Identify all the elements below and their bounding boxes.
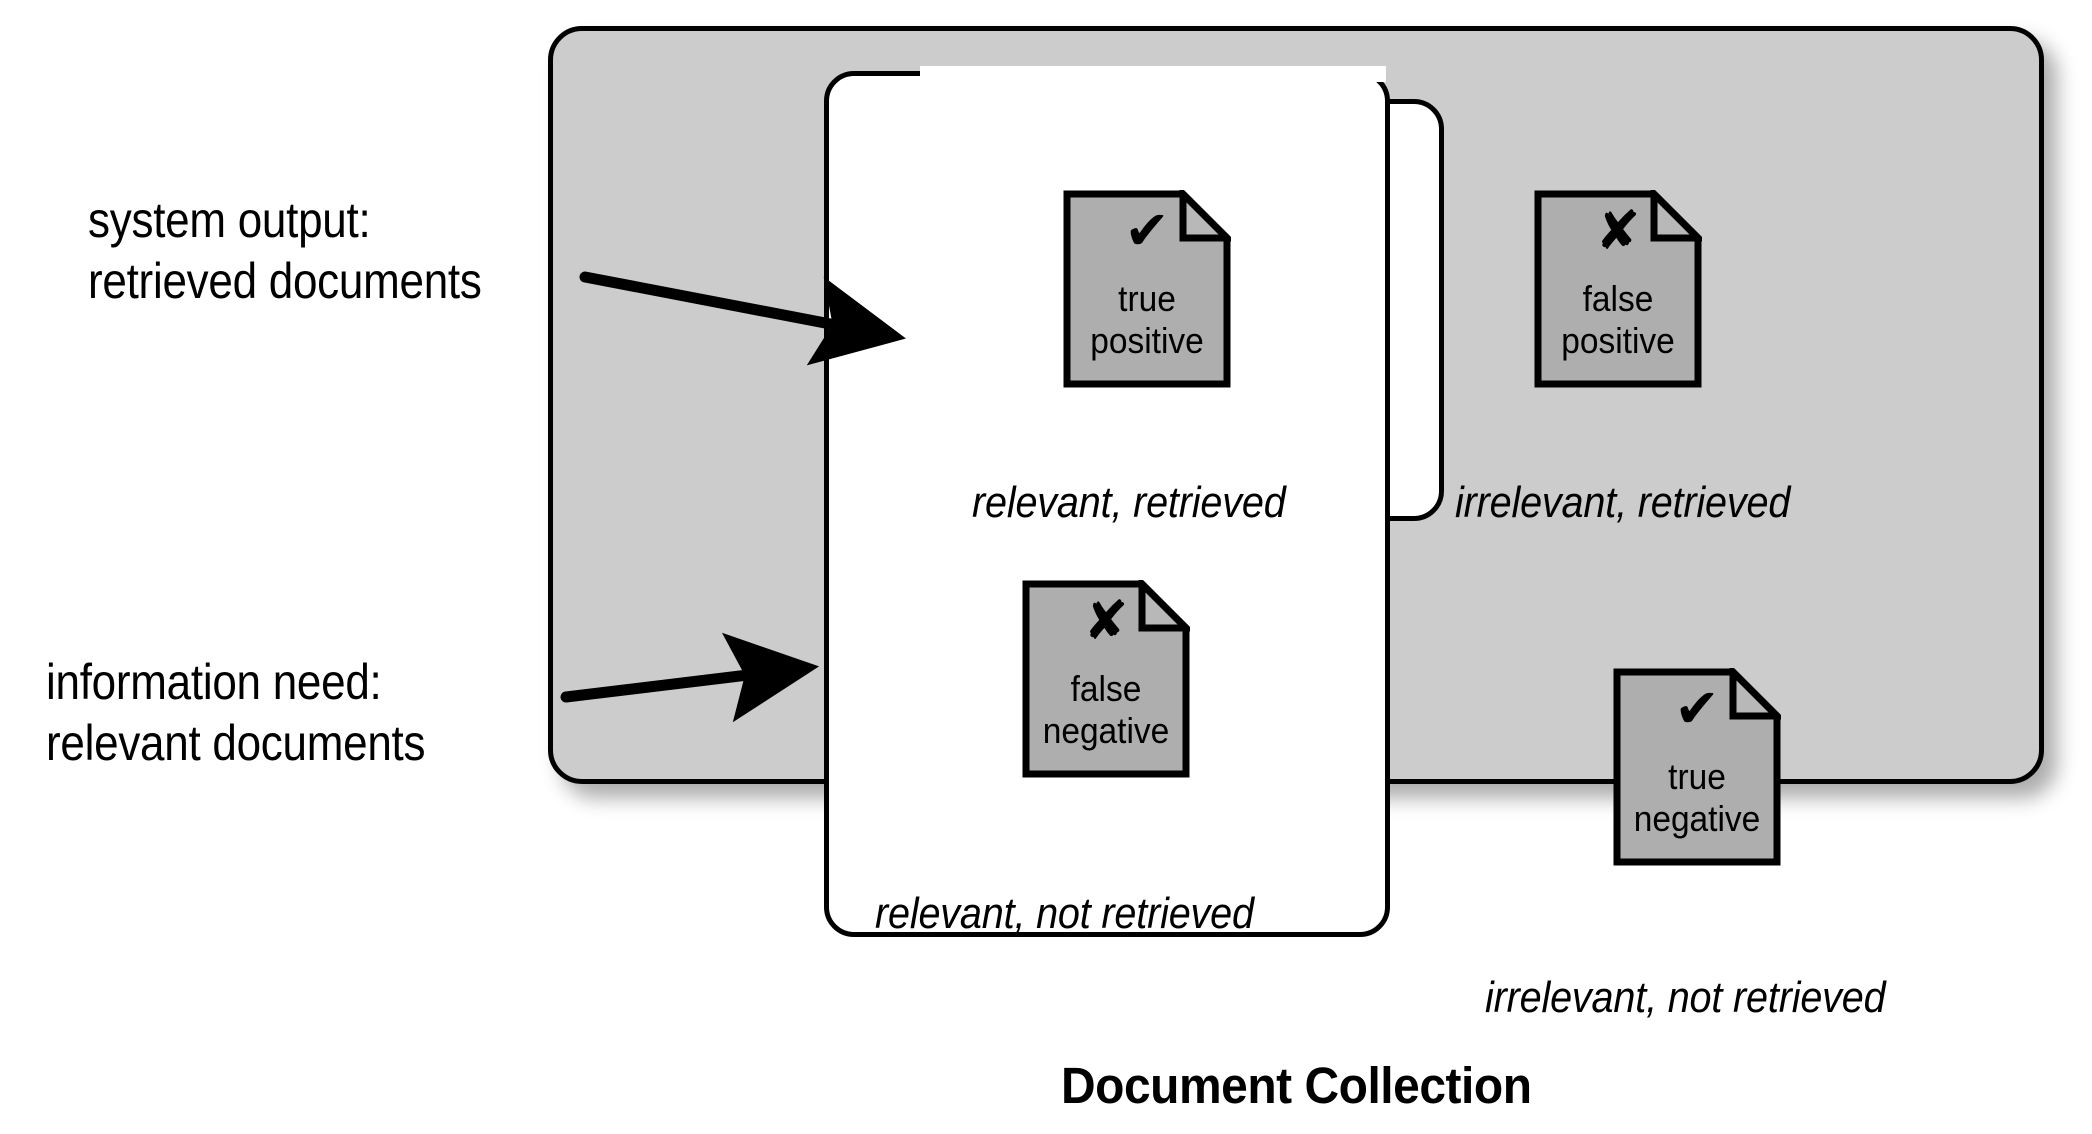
annotation-line2: relevant documents bbox=[46, 715, 426, 771]
annotation-system-output: system output: retrieved documents bbox=[88, 190, 482, 312]
document-page-icon bbox=[1613, 668, 1781, 866]
document-icon-true-positive: ✔ true positive bbox=[1063, 190, 1231, 388]
document-page-icon bbox=[1022, 580, 1190, 778]
document-page-icon bbox=[1534, 190, 1702, 388]
document-icon-true-negative: ✔ true negative bbox=[1613, 668, 1781, 866]
region-overlap-seam-horizontal bbox=[920, 66, 1386, 82]
annotation-line1: system output: bbox=[88, 192, 371, 248]
caption-irrelevant-not-retrieved: irrelevant, not retrieved bbox=[1485, 973, 1886, 1022]
caption-relevant-not-retrieved: relevant, not retrieved bbox=[875, 889, 1254, 938]
caption-irrelevant-retrieved: irrelevant, retrieved bbox=[1455, 478, 1791, 527]
diagram-title-text: Document Collection bbox=[1060, 1057, 1532, 1114]
annotation-line1: information need: bbox=[46, 654, 382, 710]
document-icon-false-positive: ✘ false positive bbox=[1534, 190, 1702, 388]
caption-relevant-retrieved: relevant, retrieved bbox=[972, 478, 1286, 527]
annotation-line2: retrieved documents bbox=[88, 253, 482, 309]
document-page-icon bbox=[1063, 190, 1231, 388]
region-overlap-seam-vertical bbox=[905, 104, 921, 516]
document-icon-false-negative: ✘ false negative bbox=[1022, 580, 1190, 778]
diagram-title: Document Collection bbox=[548, 1056, 2044, 1115]
annotation-information-need: information need: relevant documents bbox=[46, 652, 426, 774]
